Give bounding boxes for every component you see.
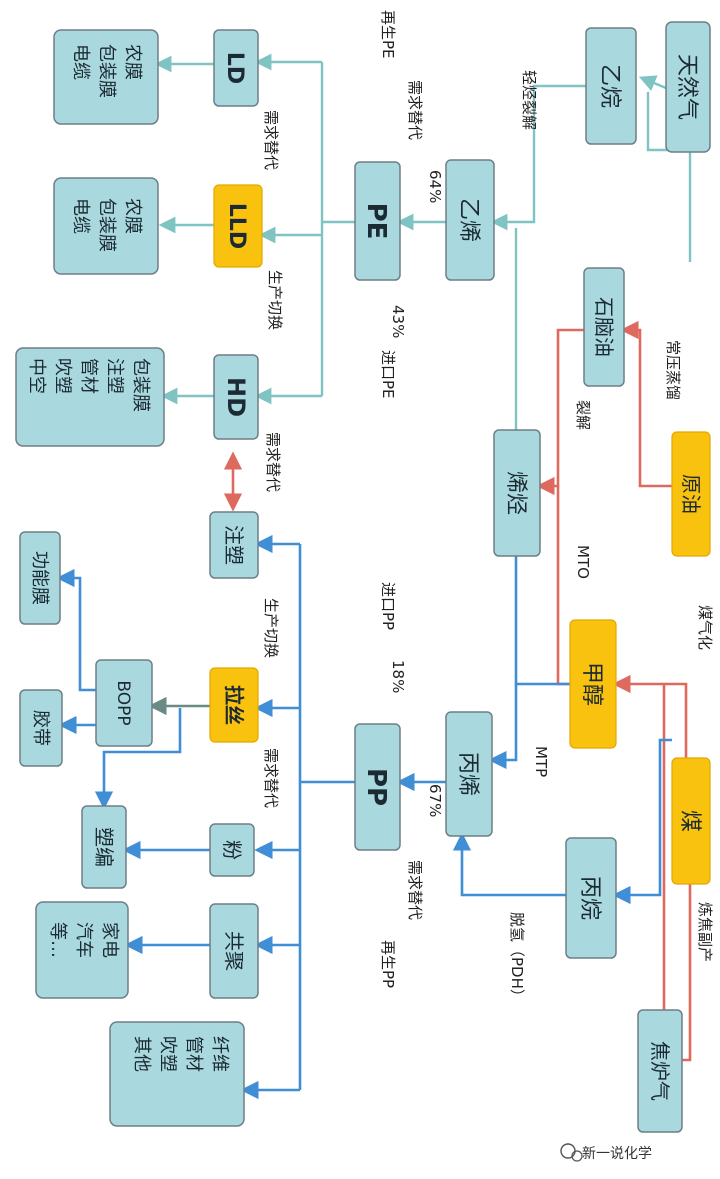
label-mto: MTO xyxy=(574,545,592,579)
label-jinkou-pe: 进口PE xyxy=(379,350,397,399)
node-label: HD xyxy=(222,377,250,417)
label-xuqiu-tidai-3: 需求替代 xyxy=(264,432,282,492)
node-label: 拉丝 xyxy=(222,685,246,725)
node-label: BOPP xyxy=(113,680,133,725)
node-label: 丙烯 xyxy=(455,752,480,796)
node-ld-apps: 农膜包装膜电缆 xyxy=(53,29,159,125)
label-pct-64: 64% xyxy=(426,170,444,203)
label-pct-67: 67% xyxy=(426,784,444,817)
node-lld: LLD xyxy=(213,184,263,268)
label-qingting-liejie: 轻烃裂解 xyxy=(520,70,538,130)
node-xiting: 烯烃 xyxy=(493,429,541,557)
node-ld: LD xyxy=(213,29,259,107)
node-bopp: BOPP xyxy=(95,659,153,747)
node-bingwan: 丙烷 xyxy=(565,837,617,959)
label-xuqiu-tidai-2: 需求替代 xyxy=(262,110,280,170)
node-mei: 煤 xyxy=(671,757,711,885)
node-label: 丙烷 xyxy=(577,876,602,920)
label-pct-18: 18% xyxy=(389,660,407,693)
node-label: PP xyxy=(361,768,391,806)
label-meiqihua: 煤气化 xyxy=(696,605,714,650)
label-mtp: MTP xyxy=(532,746,550,777)
label-lianjiao-fuchan: 炼焦副产 xyxy=(696,902,714,962)
node-label: 烯烃 xyxy=(503,471,528,515)
app-label: 包装膜注塑管材吹塑中空 xyxy=(26,358,151,412)
app-label: 家电汽车等… xyxy=(47,922,120,958)
label-xuqiu-tidai-5: 需求替代 xyxy=(406,860,424,920)
label-pct-43: 43% xyxy=(389,305,407,338)
propylene-connectors xyxy=(56,534,672,1100)
node-label: 甲醇 xyxy=(579,662,604,706)
label-zaisheng-pe: 再生PE xyxy=(379,10,397,59)
edge-labels: 轻烃裂解 再生PE 需求替代 需求替代 64% 生产切换 43% 进口PE 常压… xyxy=(262,10,714,1004)
label-liejie: 裂解 xyxy=(574,400,592,430)
label-changya-zhengliu: 常压蒸馏 xyxy=(664,340,682,400)
node-label: PE xyxy=(361,203,391,240)
label-zaisheng-pp: 再生PP xyxy=(379,940,397,988)
node-jiachun: 甲醇 xyxy=(569,619,617,749)
node-hd: HD xyxy=(213,354,259,440)
node-yixi: 乙烯 xyxy=(445,159,495,281)
app-label: 纤维管材吹塑其他 xyxy=(131,1036,230,1072)
node-label: LLD xyxy=(224,203,249,249)
node-label: 天然气 xyxy=(674,54,699,120)
node-jiadian-apps: 家电汽车等… xyxy=(35,901,129,999)
node-tianranqi: 天然气 xyxy=(665,21,711,153)
node-pe: PE xyxy=(354,161,401,281)
node-shinaoyou: 石脑油 xyxy=(583,267,625,387)
label-shengchan-qiehuan-2: 生产切换 xyxy=(262,598,280,658)
node-fen: 粉 xyxy=(209,823,255,877)
node-label: 乙烯 xyxy=(456,198,481,242)
label-jinkou-pp: 进口PP xyxy=(379,582,397,630)
node-pp: PP xyxy=(354,723,401,851)
wechat-icon xyxy=(560,1143,583,1162)
node-yiwan: 乙烷 xyxy=(585,27,637,145)
node-label: 功能膜 xyxy=(29,551,50,605)
node-label: 粉 xyxy=(220,840,244,860)
node-label: 煤 xyxy=(677,810,702,832)
node-label: 共聚 xyxy=(222,931,246,971)
label-tuoqing-pdh: 脱氢（PDH） xyxy=(508,912,526,1004)
node-label: 塑编 xyxy=(92,827,116,867)
node-label: 注塑 xyxy=(222,525,246,565)
node-yuanyou: 原油 xyxy=(671,431,711,557)
ethylene-connectors xyxy=(154,53,692,430)
node-lld-apps: 农膜包装膜电缆 xyxy=(53,177,159,275)
label-xuqiu-tidai-4: 需求替代 xyxy=(262,748,280,808)
app-label: 农膜包装膜电缆 xyxy=(70,44,143,98)
label-shengchan-qiehuan-1: 生产切换 xyxy=(266,270,284,330)
node-jiaoluqi: 焦炉气 xyxy=(637,1009,683,1133)
watermark-text: 新一说化学 xyxy=(582,1146,652,1162)
node-hd-apps: 包装膜注塑管材吹塑中空 xyxy=(15,347,165,447)
node-label: 胶带 xyxy=(30,710,51,746)
node-zhusu: 注塑 xyxy=(209,511,259,579)
node-gongju: 共聚 xyxy=(209,903,259,999)
node-xianwei-apps: 纤维管材吹塑其他 xyxy=(109,1021,245,1127)
node-bingxi: 丙烯 xyxy=(445,711,493,837)
crude-coal-connectors xyxy=(223,320,692,1062)
label-xuqiu-tidai-1: 需求替代 xyxy=(406,80,424,140)
node-lasi: 拉丝 xyxy=(209,667,259,743)
node-label: 乙烷 xyxy=(597,64,622,108)
node-label: 焦炉气 xyxy=(648,1041,672,1101)
node-label: LD xyxy=(222,52,247,84)
node-gongnengmo: 功能膜 xyxy=(19,531,61,625)
node-label: 石脑油 xyxy=(592,297,616,357)
app-label: 农膜包装膜电缆 xyxy=(70,198,143,252)
node-label: 原油 xyxy=(679,474,703,514)
node-jiaodai: 胶带 xyxy=(19,689,63,767)
node-subian: 塑编 xyxy=(81,805,127,889)
